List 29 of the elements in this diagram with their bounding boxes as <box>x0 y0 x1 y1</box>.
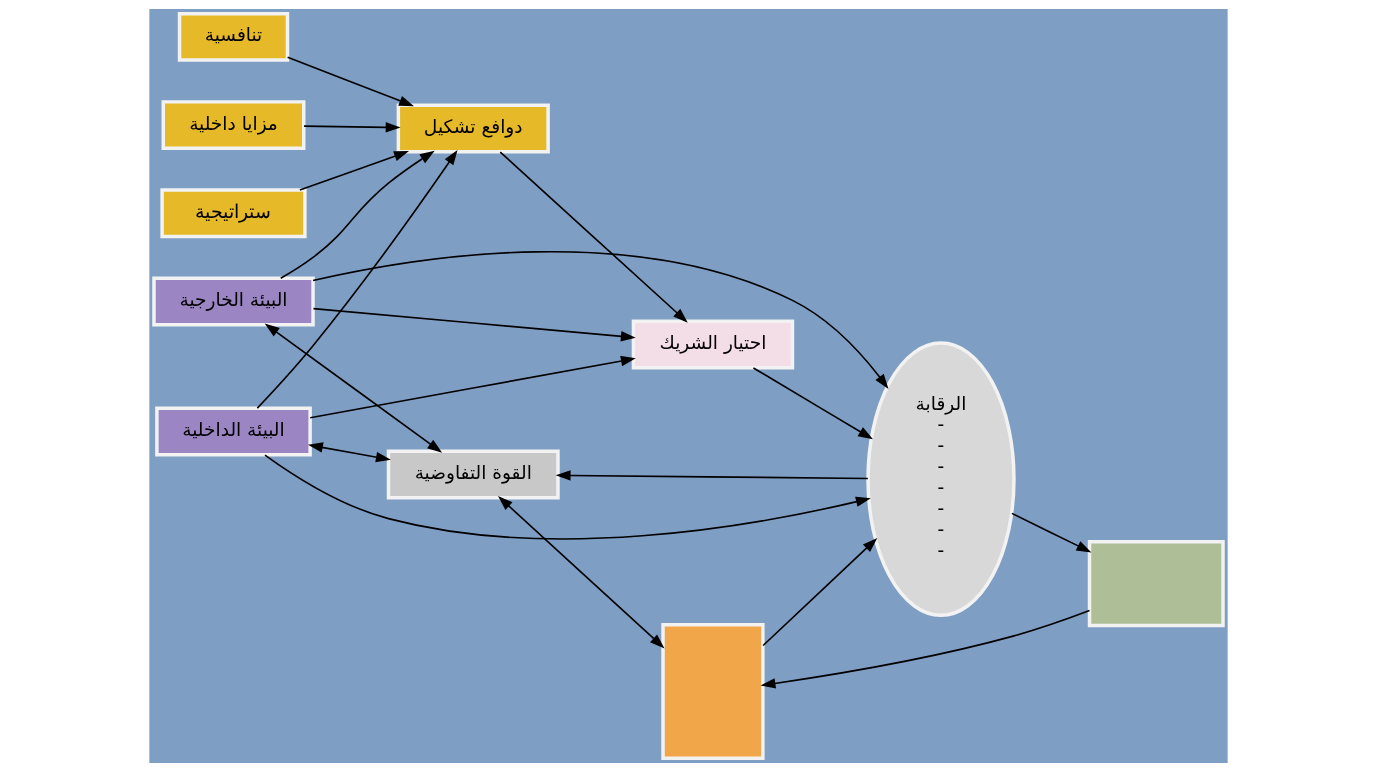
arrow <box>312 307 636 341</box>
node-box: القوة التفاوضية <box>386 449 560 499</box>
node-box <box>1087 539 1225 627</box>
arrow <box>307 441 391 462</box>
node-box: البيئة الداخلية <box>154 406 312 456</box>
node-box: احتيار الشريك <box>631 319 794 369</box>
node-box: ستراتيجية <box>159 187 307 238</box>
arrow <box>311 250 888 389</box>
arrow <box>302 121 401 132</box>
arrow <box>279 150 435 279</box>
node-box: البيئة الخارجية <box>151 276 315 326</box>
arrow <box>308 355 636 419</box>
node-box: مزايا داخلية <box>161 99 305 150</box>
arrow <box>555 469 869 481</box>
arrow <box>256 149 458 409</box>
arrow <box>497 495 665 648</box>
arrow <box>752 366 873 439</box>
node-box: دوافع تشكيل <box>396 103 550 154</box>
arrow <box>263 453 871 540</box>
node-box: تنافسية <box>177 11 289 62</box>
arrow <box>761 537 877 646</box>
arrow <box>298 150 409 191</box>
arrow <box>760 609 1090 689</box>
node-ellipse: الرقابة - - - - - - - <box>865 340 1016 617</box>
arrow <box>498 150 688 323</box>
node-box <box>660 622 765 760</box>
arrow <box>286 56 414 106</box>
arrow <box>264 322 442 453</box>
arrow <box>1010 512 1091 552</box>
